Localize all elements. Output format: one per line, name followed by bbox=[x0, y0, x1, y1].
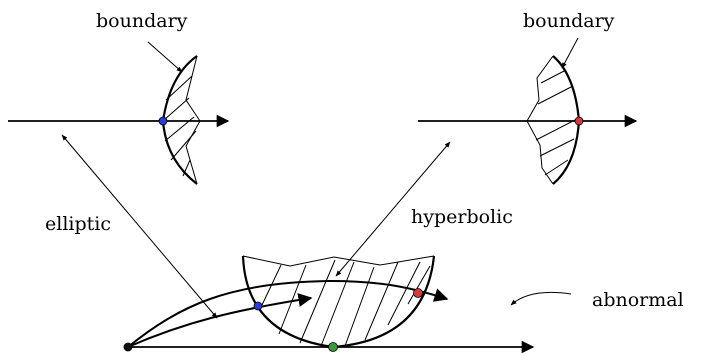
elliptic-connector bbox=[61, 134, 218, 319]
main-region: elliptic hyperbolic abnormal bbox=[45, 134, 684, 354]
trajectory-upper bbox=[127, 279, 449, 348]
elliptic-label: elliptic bbox=[45, 213, 111, 235]
abnormal-pointer bbox=[510, 291, 572, 306]
inset-hyperbolic-hatching bbox=[535, 69, 576, 176]
blue-point-inset bbox=[158, 116, 168, 126]
boundary-pointer-left bbox=[147, 41, 183, 73]
red-point-inset bbox=[574, 116, 584, 126]
hyperbolic-label: hyperbolic bbox=[411, 206, 513, 228]
abnormal-label: abnormal bbox=[592, 289, 684, 311]
boundary-label-right: boundary bbox=[523, 10, 615, 32]
hyperbolic-connector bbox=[335, 141, 451, 277]
inset-elliptic: boundary bbox=[8, 10, 230, 185]
blue-point bbox=[253, 301, 263, 311]
inset-elliptic-hatching bbox=[163, 75, 197, 177]
green-point bbox=[328, 342, 338, 352]
boundary-pointer-right bbox=[561, 37, 579, 69]
main-region-cut-edge bbox=[242, 255, 435, 267]
boundary-label-left: boundary bbox=[96, 10, 188, 32]
black-point bbox=[123, 342, 133, 352]
inset-hyperbolic: boundary bbox=[418, 10, 638, 185]
inset-hyperbolic-cut-edge bbox=[526, 55, 554, 185]
red-point bbox=[413, 288, 423, 298]
